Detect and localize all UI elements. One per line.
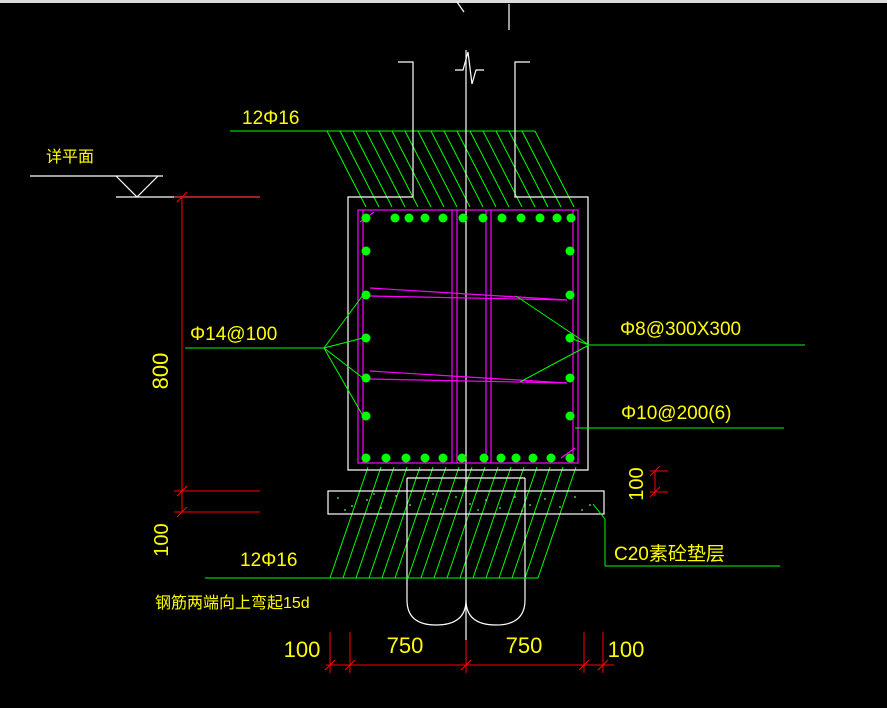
stirrup-label: Φ10@200(6) [621, 403, 732, 424]
leader-lines [185, 130, 805, 579]
bend-note-label: 钢筋两端向上弯起15d [155, 594, 310, 612]
elevation-marker-icon [30, 175, 260, 198]
side-rebar-label: Φ14@100 [190, 324, 277, 345]
bottom-right-half-dimension: 750 [506, 633, 543, 658]
rebar-dots [361, 213, 576, 463]
break-line-icon [455, 51, 484, 85]
concrete-outline [347, 50, 589, 640]
bottom-rebar-label: 12Φ16 [240, 550, 297, 571]
window-top-edge [0, 0, 887, 3]
dimension-lines [174, 191, 668, 673]
bottom-left-half-dimension: 750 [387, 633, 424, 658]
cushion-layer [327, 490, 605, 515]
top-stray-lines [456, 1, 510, 30]
beam-height-dimension: 800 [148, 353, 173, 390]
top-hatching [326, 130, 575, 208]
cushion-label: C20素砼垫层 [614, 543, 725, 565]
top-rebar-label: 12Φ16 [242, 108, 299, 129]
stirrups [357, 209, 579, 464]
ground-level-label: 详平面 [46, 148, 94, 166]
bottom-left-edge-dimension: 100 [284, 637, 321, 662]
cushion-left-dimension: 100 [151, 523, 173, 556]
tie-rebar-label: Φ8@300X300 [620, 319, 741, 340]
cushion-right-dimension: 100 [626, 467, 648, 500]
bottom-hatching [329, 466, 577, 579]
bottom-right-edge-dimension: 100 [608, 637, 645, 662]
